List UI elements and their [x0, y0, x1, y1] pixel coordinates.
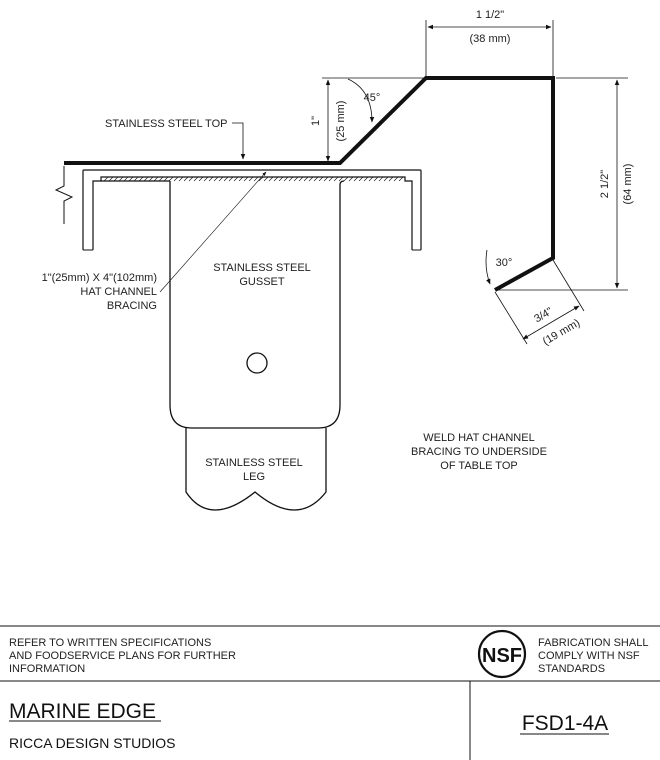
- leader-hat-channel: [159, 171, 267, 293]
- callouts: STAINLESS STEEL TOP 1"(25mm) X 4"(102mm)…: [42, 118, 547, 483]
- weld-note-line3: OF TABLE TOP: [440, 460, 517, 472]
- dim-width-in: 1 1/2": [476, 9, 504, 21]
- nsf-text-line1: FABRICATION SHALL: [538, 637, 648, 649]
- drawing-number: FSD1-4A: [522, 712, 608, 735]
- leg-outline: [185, 428, 327, 511]
- stainless-steel-top-profile: [64, 76, 555, 292]
- title-block: REFER TO WRITTEN SPECIFICATIONS AND FOOD…: [0, 625, 660, 760]
- detail-geometry: [54, 76, 555, 511]
- dim-width-mm: (38 mm): [470, 33, 511, 45]
- nsf-text-line3: STANDARDS: [538, 663, 605, 675]
- label-hat-channel-line2: HAT CHANNEL: [80, 286, 157, 298]
- gusset-outline: [169, 180, 345, 429]
- notes-line3: INFORMATION: [9, 663, 85, 675]
- label-hat-channel-line1: 1"(25mm) X 4"(102mm): [42, 272, 157, 284]
- dim-angle-drip-arc: [485, 249, 491, 285]
- notes-line1: REFER TO WRITTEN SPECIFICATIONS: [9, 637, 211, 649]
- notes-line2: AND FOODSERVICE PLANS FOR FURTHER: [9, 650, 236, 662]
- label-gusset-line1: STAINLESS STEEL: [213, 262, 311, 274]
- dim-rise-mm: (25 mm): [335, 101, 347, 142]
- break-line: [54, 166, 74, 224]
- label-gusset-line2: GUSSET: [239, 276, 285, 288]
- dim-angle-top: 45°: [364, 92, 381, 104]
- dim-angle-top-arc: [347, 78, 375, 123]
- dim-rise-in: 1": [310, 116, 322, 126]
- nsf-logo: NSF: [477, 629, 527, 679]
- dim-height-in: 2 1/2": [599, 170, 611, 198]
- dim-drip-mm: (19 mm): [541, 317, 582, 348]
- label-hat-channel-line3: BRACING: [107, 300, 157, 312]
- dim-drip-line: [522, 305, 580, 340]
- weld-note-line1: WELD HAT CHANNEL: [423, 432, 534, 444]
- nsf-text-line2: COMPLY WITH NSF: [538, 650, 640, 662]
- leader-top: [232, 122, 246, 160]
- dim-height-mm: (64 mm): [622, 164, 634, 205]
- svg-text:NSF: NSF: [482, 645, 522, 667]
- hat-channel-bracing: [82, 169, 422, 251]
- label-leg-line1: STAINLESS STEEL: [205, 457, 303, 469]
- dim-angle-drip: 30°: [496, 257, 513, 269]
- weld-note-line2: BRACING TO UNDERSIDE: [411, 446, 547, 458]
- drawing-title: MARINE EDGE: [9, 700, 156, 723]
- dimensions: 1 1/2" (38 mm) 1" (25 mm) 45° 2 1/2" (64…: [310, 9, 634, 348]
- gusset-hole: [246, 352, 268, 374]
- label-leg-line2: LEG: [243, 471, 265, 483]
- company-name: RICCA DESIGN STUDIOS: [9, 735, 175, 751]
- label-stainless-steel-top: STAINLESS STEEL TOP: [105, 118, 227, 130]
